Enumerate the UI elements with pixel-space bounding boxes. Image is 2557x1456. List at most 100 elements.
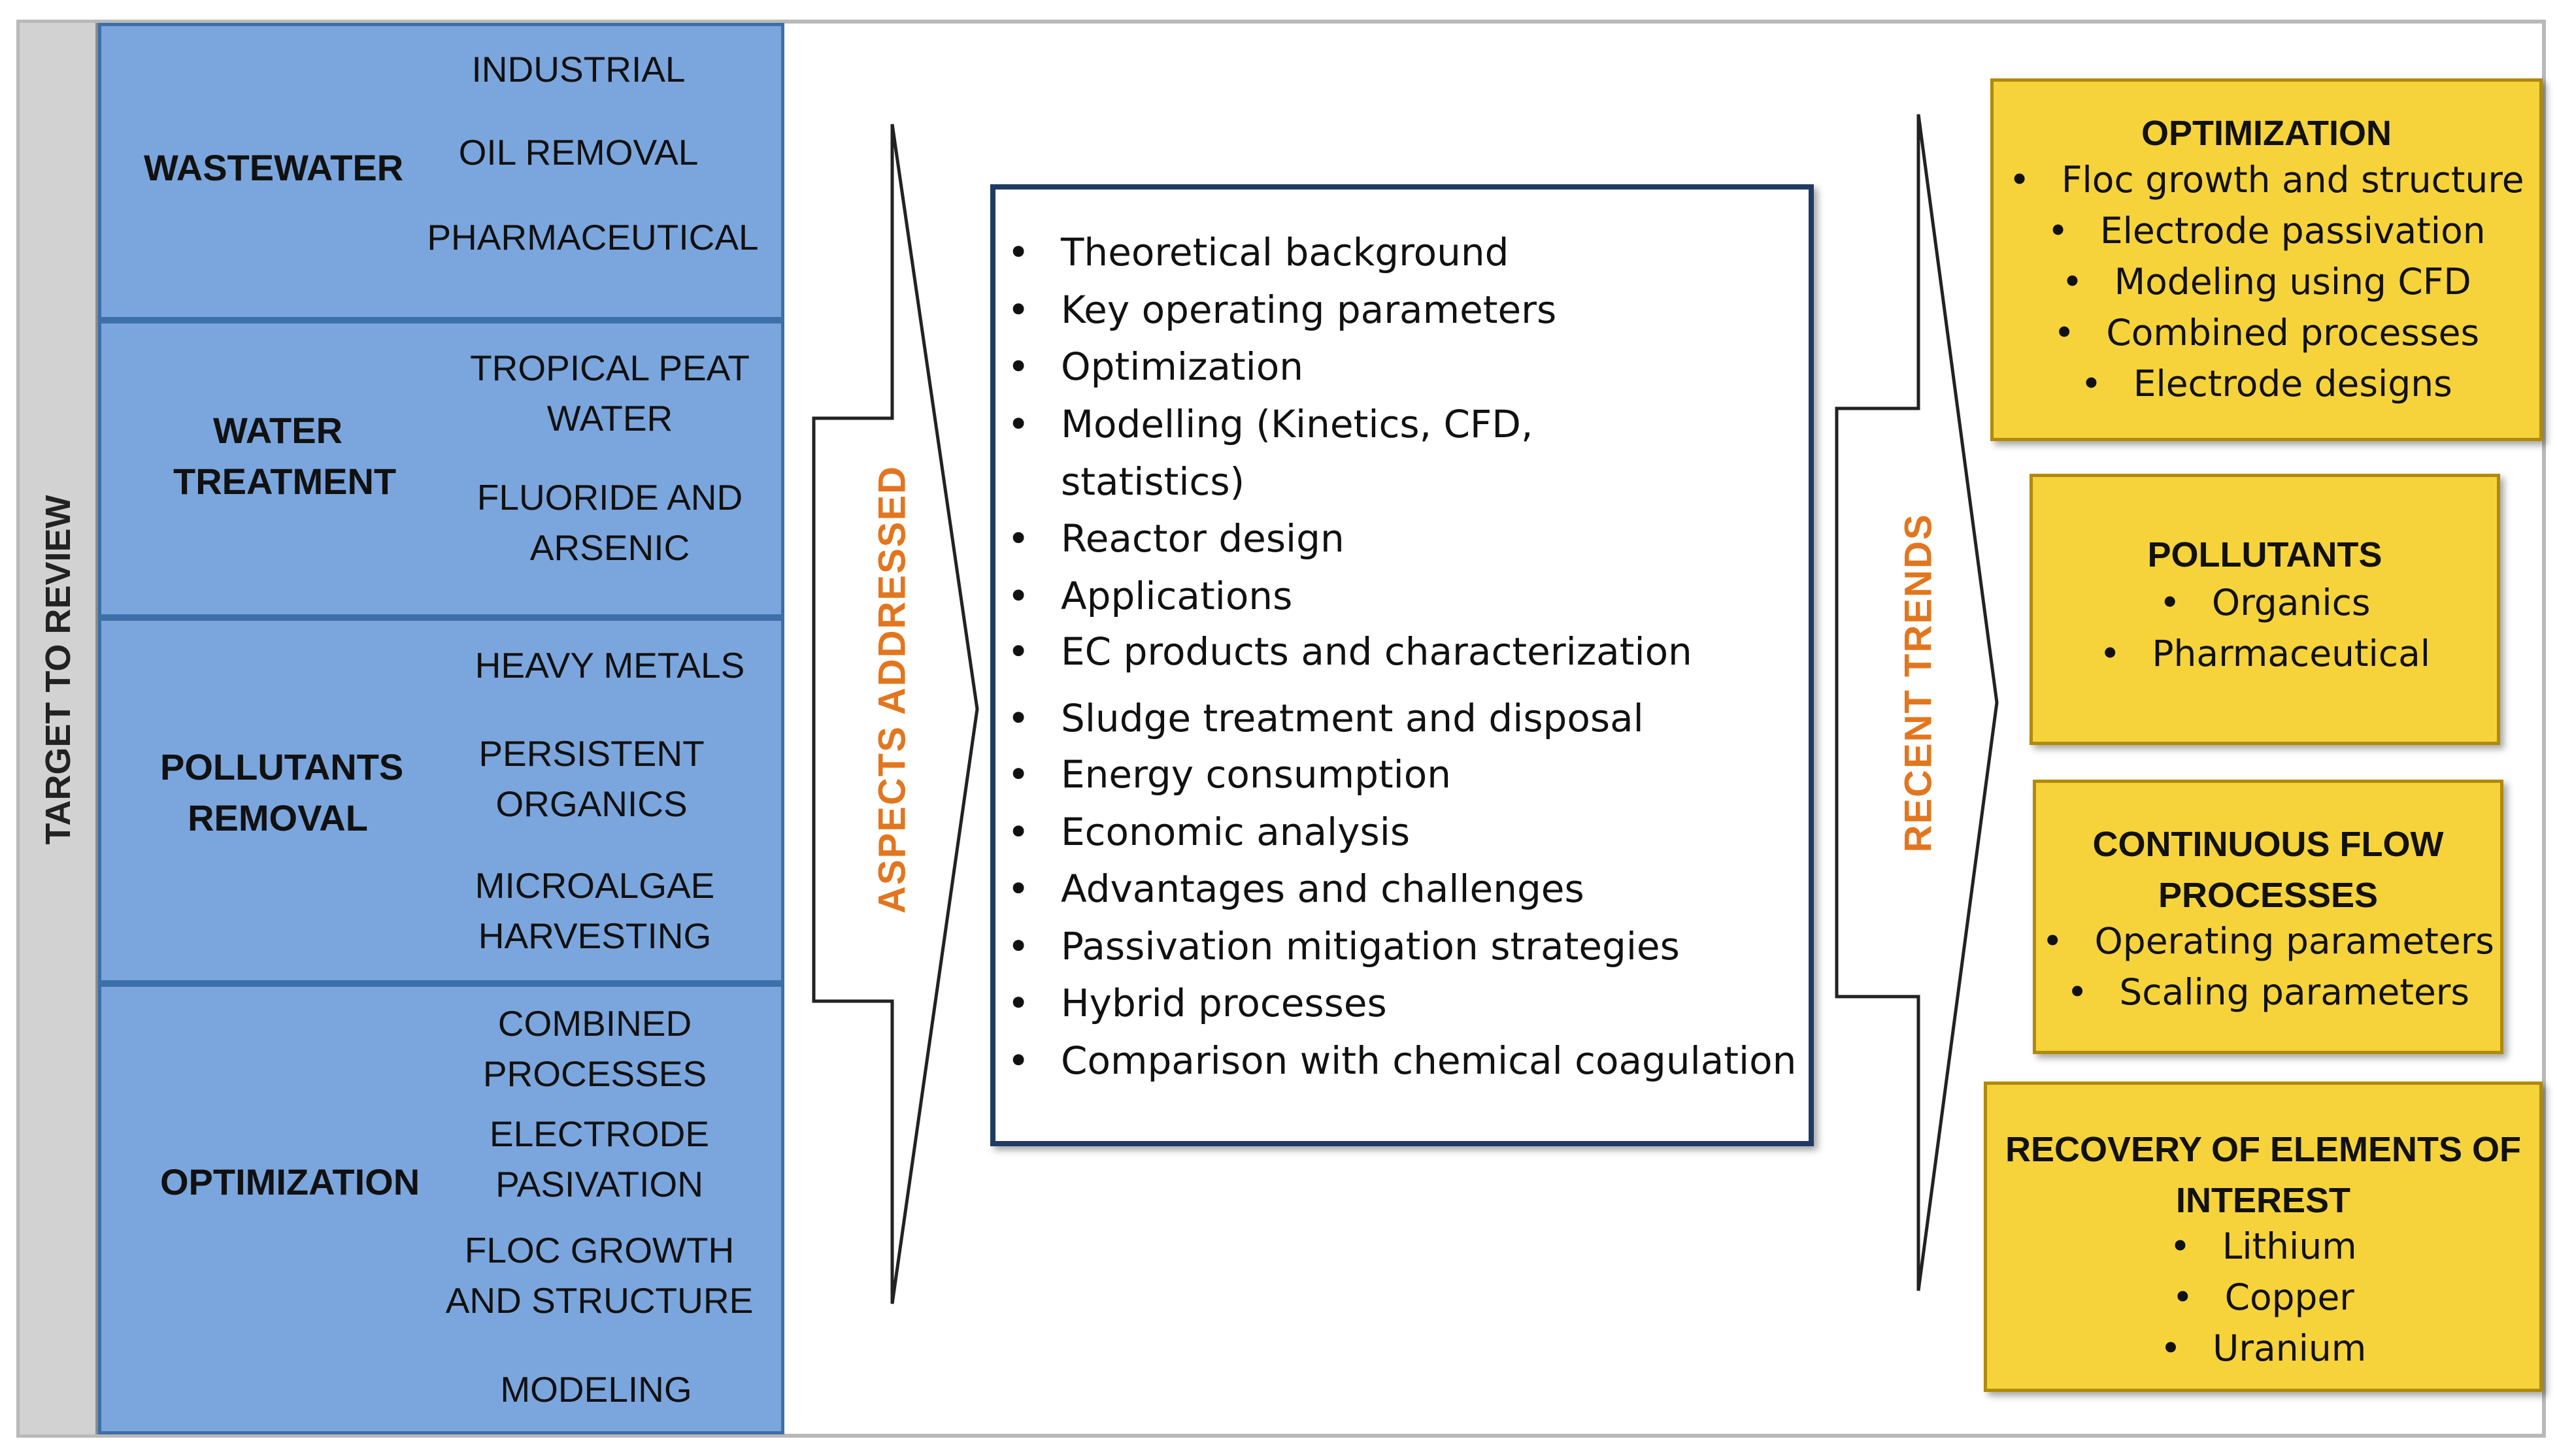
bullet-icon: • <box>1007 344 1030 389</box>
category-title: WATER TREATMENT <box>173 405 397 508</box>
aspect-item-text: Passivation mitigation strategies <box>1061 924 1680 968</box>
trend-item-text: Scaling parameters <box>2119 971 2470 1013</box>
aspect-item-text: Advantages and challenges <box>1061 867 1584 911</box>
category-item: INDUSTRIAL <box>472 44 686 95</box>
category-item-line: FLUORIDE AND <box>476 477 743 518</box>
category-item-line: PASIVATION <box>495 1164 703 1204</box>
trend-item: • Organics <box>2033 582 2497 623</box>
trend-item-text: Uranium <box>2213 1327 2367 1369</box>
trend-item-text: Operating parameters <box>2094 920 2494 962</box>
category-item-line: INDUSTRIAL <box>471 49 686 90</box>
category-item-line: AND STRUCTURE <box>445 1280 754 1321</box>
category-item-line: MICROALGAE <box>475 865 715 906</box>
category-item: ELECTRODE PASIVATION <box>490 1109 709 1210</box>
bullet-icon: • <box>2159 582 2181 623</box>
category-item: OIL REMOVAL <box>459 127 699 178</box>
category-panel-water-treatment: WATER TREATMENT TROPICAL PEAT WATER FLUO… <box>98 320 784 618</box>
category-item-line: HEAVY METALS <box>475 645 745 686</box>
category-item-line: HARVESTING <box>478 916 712 956</box>
aspect-item-text: EC products and characterization <box>1061 629 1692 674</box>
trend-item-text: Modeling using CFD <box>2114 261 2471 303</box>
trend-item: •Floc growth and structure <box>1994 159 2539 201</box>
category-title-line: OPTIMIZATION <box>160 1161 420 1202</box>
bullet-icon: • <box>1007 867 1030 911</box>
aspect-item-text: statistics) <box>1061 459 1245 504</box>
aspect-item-text: Hybrid processes <box>1061 981 1387 1025</box>
aspects-arrow <box>812 124 979 1304</box>
bullet-icon: • <box>2062 261 2083 303</box>
bullet-icon: • <box>2099 633 2121 674</box>
bullet-icon: • <box>1007 629 1030 674</box>
trend-title: RECOVERY OF ELEMENTS OF INTEREST <box>1987 1124 2539 1226</box>
trend-title: CONTINUOUS FLOW PROCESSES <box>2036 819 2500 921</box>
trends-arrow <box>1835 114 1999 1291</box>
trend-title-line: CONTINUOUS FLOW <box>2092 825 2444 864</box>
trend-title-line: POLLUTANTS <box>2147 535 2382 574</box>
category-item-line: FLOC GROWTH <box>464 1230 735 1270</box>
category-item-line: MODELING <box>500 1369 692 1410</box>
bullet-icon: • <box>2172 1276 2194 1318</box>
bullet-icon: • <box>1007 288 1030 332</box>
category-item: PHARMACEUTICAL <box>427 212 758 263</box>
trend-box-continuous-flow: CONTINUOUS FLOW PROCESSES •Operating par… <box>2033 780 2503 1054</box>
bullet-icon: • <box>1007 1038 1030 1083</box>
trend-title-line: INTEREST <box>2175 1181 2351 1220</box>
trend-box-optimization: OPTIMIZATION •Floc growth and structure … <box>1990 78 2543 441</box>
category-item-line: TROPICAL PEAT <box>470 348 750 388</box>
bullet-icon: • <box>1007 402 1030 446</box>
trend-item-text: Pharmaceutical <box>2152 633 2431 674</box>
category-item: MICROALGAE HARVESTING <box>475 861 715 961</box>
category-item-line: ELECTRODE <box>489 1114 710 1154</box>
category-title-line: WATER <box>212 410 343 451</box>
trend-title-line: OPTIMIZATION <box>2141 114 2392 153</box>
category-item-line: WATER <box>546 398 673 438</box>
category-item-line: ARSENIC <box>529 527 690 568</box>
trend-title-line: PROCESSES <box>2158 876 2379 915</box>
aspect-item-text: Key operating parameters <box>1061 288 1557 332</box>
category-item-line: COMBINED <box>497 1003 692 1044</box>
category-item: MODELING <box>500 1365 692 1415</box>
trend-item-text: Electrode designs <box>2133 363 2452 405</box>
aspects-box: •Theoretical background•Key operating pa… <box>990 184 1814 1146</box>
bullet-icon: • <box>1007 752 1030 797</box>
aspects-arrow-label: ASPECTS ADDRESSED <box>871 465 914 914</box>
trend-item: • Scaling parameters <box>2036 971 2500 1013</box>
trend-item: •Combined processes <box>1994 312 2539 354</box>
category-item-line: ORGANICS <box>495 784 688 824</box>
bullet-icon: • <box>2160 1327 2182 1369</box>
category-title-line: POLLUTANTS <box>160 746 404 787</box>
trends-arrow-label: RECENT TRENDS <box>1897 513 1940 853</box>
trend-box-pollutants: POLLUTANTS • Organics • Pharmaceutical <box>2030 474 2500 745</box>
trend-item: •Operating parameters <box>2036 920 2500 962</box>
trend-item: •Electrode designs <box>1994 363 2539 405</box>
trend-item-text: Organics <box>2211 582 2371 623</box>
category-title: POLLUTANTS REMOVAL <box>160 742 404 844</box>
trend-item: • Modeling using CFD <box>1994 261 2539 303</box>
category-item-line: PHARMACEUTICAL <box>427 217 759 257</box>
trend-item-text: Combined processes <box>2106 312 2480 354</box>
bullet-icon: • <box>1007 574 1030 618</box>
bullet-icon: • <box>1007 696 1030 740</box>
aspect-item-text: Economic analysis <box>1061 810 1411 854</box>
bullet-icon: • <box>1007 924 1030 968</box>
trend-item-text: Copper <box>2224 1276 2354 1318</box>
trend-item: • Pharmaceutical <box>2033 633 2497 674</box>
aspect-item-text: Energy consumption <box>1061 752 1452 797</box>
category-title-line: REMOVAL <box>188 797 368 839</box>
bullet-icon: • <box>2169 1225 2191 1267</box>
category-item-line: PROCESSES <box>482 1053 707 1094</box>
bullet-icon: • <box>1007 230 1030 274</box>
category-panel-wastewater: WASTEWATER INDUSTRIAL OIL REMOVAL PHARMA… <box>98 23 784 320</box>
category-title-line: TREATMENT <box>173 461 397 503</box>
trend-item: •Electrode passivation <box>1994 210 2539 252</box>
bullet-icon: • <box>2009 159 2030 201</box>
trend-item: • Copper <box>1987 1276 2539 1318</box>
category-item: COMBINED PROCESSES <box>483 999 707 1099</box>
trend-item-text: Lithium <box>2222 1225 2357 1267</box>
bullet-icon: • <box>2047 210 2069 252</box>
category-item: TROPICAL PEAT WATER <box>470 343 750 444</box>
aspect-item-text: Reactor design <box>1061 516 1345 561</box>
bullet-icon: • <box>1007 516 1030 561</box>
bullet-icon: • <box>2066 971 2088 1013</box>
